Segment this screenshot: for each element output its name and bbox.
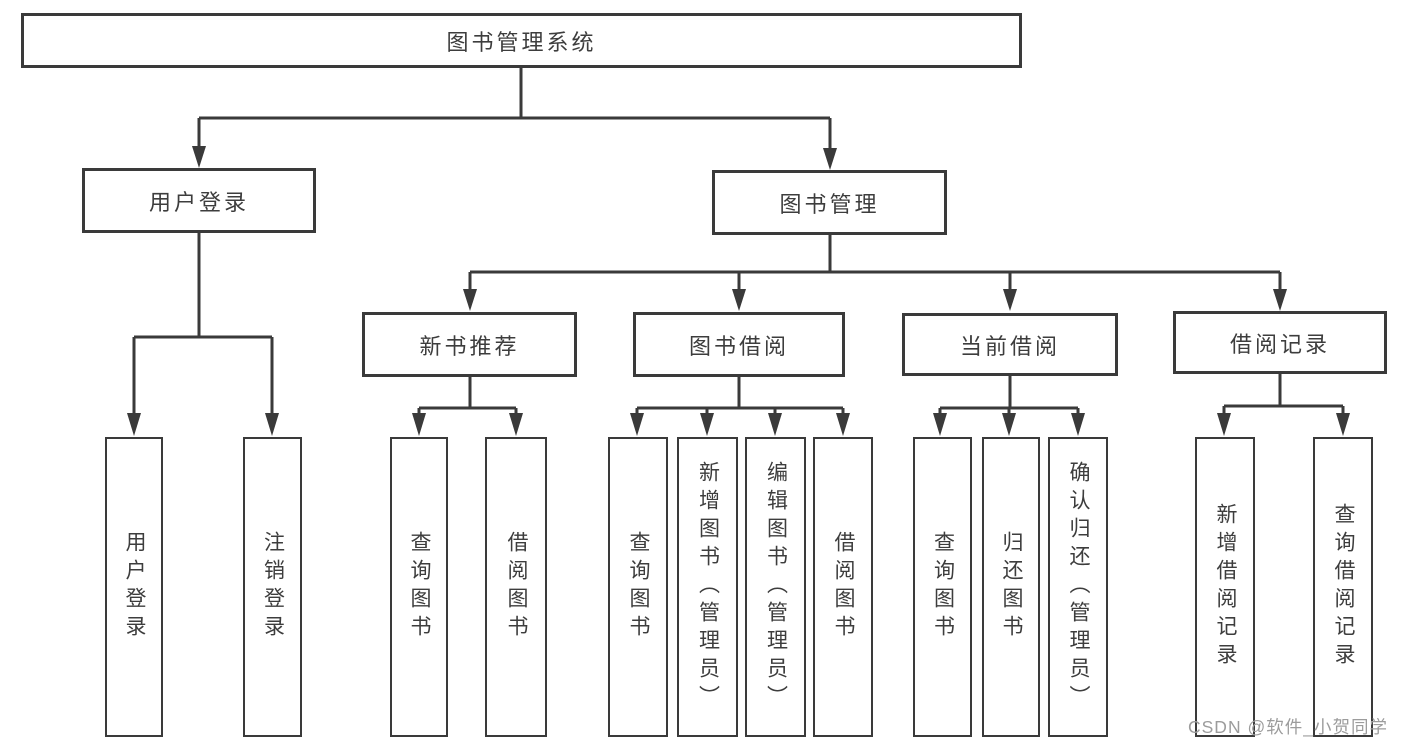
leaf-label: 查询借阅记录 — [1332, 503, 1355, 671]
leaf-query-books-3: 查询图书 — [913, 437, 972, 737]
node-user-login: 用户登录 — [82, 168, 316, 233]
leaf-borrow-books-1: 借阅图书 — [485, 437, 547, 737]
leaf-label: 确认归还（管理员） — [1067, 461, 1090, 713]
leaf-label: 用户登录 — [123, 531, 146, 643]
node-book-borrowing: 图书借阅 — [633, 312, 845, 377]
leaf-label: 查询图书 — [931, 531, 955, 643]
leaf-borrow-books-2: 借阅图书 — [813, 437, 873, 737]
node-current-borrowing: 当前借阅 — [902, 313, 1118, 376]
node-label: 当前借阅 — [959, 333, 1060, 359]
node-library-management-system: 图书管理系统 — [21, 13, 1022, 68]
leaf-label: 归还图书 — [1000, 531, 1023, 643]
leaf-label: 查询图书 — [408, 531, 431, 643]
leaf-edit-books-admin: 编辑图书（管理员） — [745, 437, 806, 737]
node-label: 图书管理系统 — [446, 29, 597, 55]
leaf-query-books-2: 查询图书 — [608, 437, 668, 737]
leaf-add-borrow-record: 新增借阅记录 — [1195, 437, 1255, 737]
leaf-label: 注销登录 — [261, 531, 285, 643]
node-label: 图书借阅 — [688, 333, 789, 359]
csdn-watermark: CSDN @软件_小贺同学 — [1188, 717, 1388, 737]
leaf-label: 编辑图书（管理员） — [764, 461, 788, 713]
node-label: 图书管理 — [779, 191, 880, 217]
node-book-management: 图书管理 — [712, 170, 947, 235]
leaf-label: 查询图书 — [627, 531, 650, 643]
leaf-return-books: 归还图书 — [982, 437, 1040, 737]
node-borrowing-records: 借阅记录 — [1173, 311, 1387, 374]
leaf-query-borrow-record: 查询借阅记录 — [1313, 437, 1373, 737]
leaf-query-books-1: 查询图书 — [390, 437, 448, 737]
leaf-add-books-admin: 新增图书（管理员） — [677, 437, 738, 737]
node-label: 借阅记录 — [1229, 331, 1330, 357]
node-label: 新书推荐 — [419, 333, 520, 359]
leaf-label: 借阅图书 — [505, 531, 528, 643]
leaf-label: 新增借阅记录 — [1214, 503, 1237, 671]
leaf-logout: 注销登录 — [243, 437, 302, 737]
node-label: 用户登录 — [148, 189, 249, 215]
leaf-label: 借阅图书 — [832, 531, 855, 643]
leaf-label: 新增图书（管理员） — [696, 461, 720, 713]
node-new-book-recommend: 新书推荐 — [362, 312, 577, 377]
leaf-confirm-return-admin: 确认归还（管理员） — [1048, 437, 1108, 737]
leaf-user-login: 用户登录 — [105, 437, 163, 737]
